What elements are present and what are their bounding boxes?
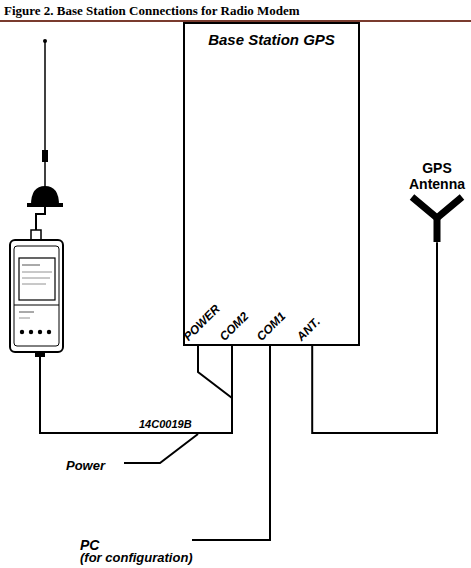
port-label: ANT. [295, 315, 323, 343]
cable [40, 346, 270, 540]
port-label: COM2 [218, 310, 251, 343]
radio-antenna [27, 39, 63, 236]
antenna-label: GPS Antenna [406, 160, 468, 192]
box-heading: Base Station GPS [189, 31, 354, 48]
power-label: Power [66, 459, 105, 472]
pc-label: PC [80, 538, 99, 552]
port-label: COM1 [255, 310, 288, 343]
port-label: POWER [182, 302, 223, 343]
figure-title: Figure 2. Base Station Connections for R… [4, 3, 300, 19]
antenna-cable [312, 242, 437, 433]
pc-note: (for configuration) [80, 551, 193, 564]
radio-modem [10, 230, 63, 357]
cable-part-number: 14C0019B [139, 419, 192, 430]
antenna-symbol [406, 194, 468, 242]
gps-receiver-box: Base Station GPS [183, 22, 360, 346]
gps-antenna: GPS Antenna [406, 160, 468, 242]
